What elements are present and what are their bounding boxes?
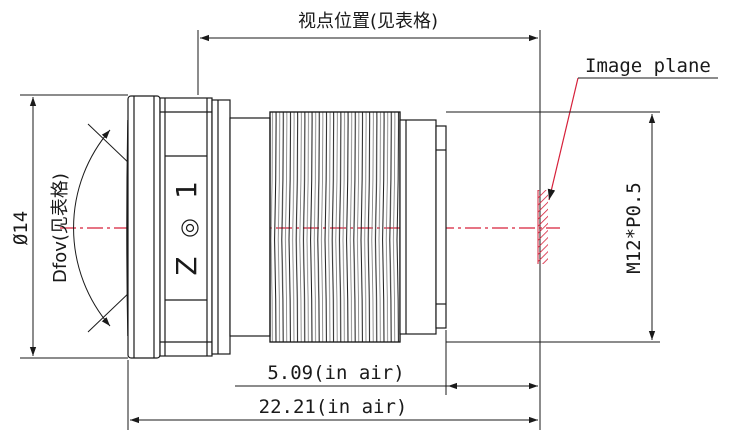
total-length-label: 22.21(in air) bbox=[259, 396, 408, 418]
image-plane: Image plane bbox=[537, 55, 718, 264]
image-plane-leader bbox=[547, 77, 579, 201]
diameter-label: Ø14 bbox=[10, 211, 32, 245]
diameter-dimension: Ø14 bbox=[10, 94, 128, 359]
barrel-mark-bottom: Z bbox=[170, 256, 203, 275]
view-point-dimension: 视点位置(见表格) bbox=[197, 11, 541, 95]
bfl-label: 5.09(in air) bbox=[267, 362, 404, 384]
dfov-label: Dfov(见表格) bbox=[50, 173, 71, 283]
rear-holder bbox=[435, 125, 447, 329]
rear-collar bbox=[211, 99, 231, 355]
total-length-dimension: 22.21(in air) bbox=[127, 360, 538, 430]
step-ring bbox=[229, 117, 271, 337]
view-point-label: 视点位置(见表格) bbox=[298, 11, 438, 32]
thread-dimension: M12*P0.5 bbox=[446, 111, 660, 343]
barrel-mark-top: 1 bbox=[170, 181, 203, 199]
front-ring bbox=[127, 95, 161, 359]
thread-section bbox=[269, 111, 401, 343]
thread-label: M12*P0.5 bbox=[623, 182, 645, 274]
image-plane-hatch bbox=[538, 190, 548, 264]
bfl-dimension: 5.09(in air) bbox=[235, 330, 538, 395]
lens-body bbox=[126, 95, 447, 359]
image-plane-label: Image plane bbox=[585, 55, 711, 77]
